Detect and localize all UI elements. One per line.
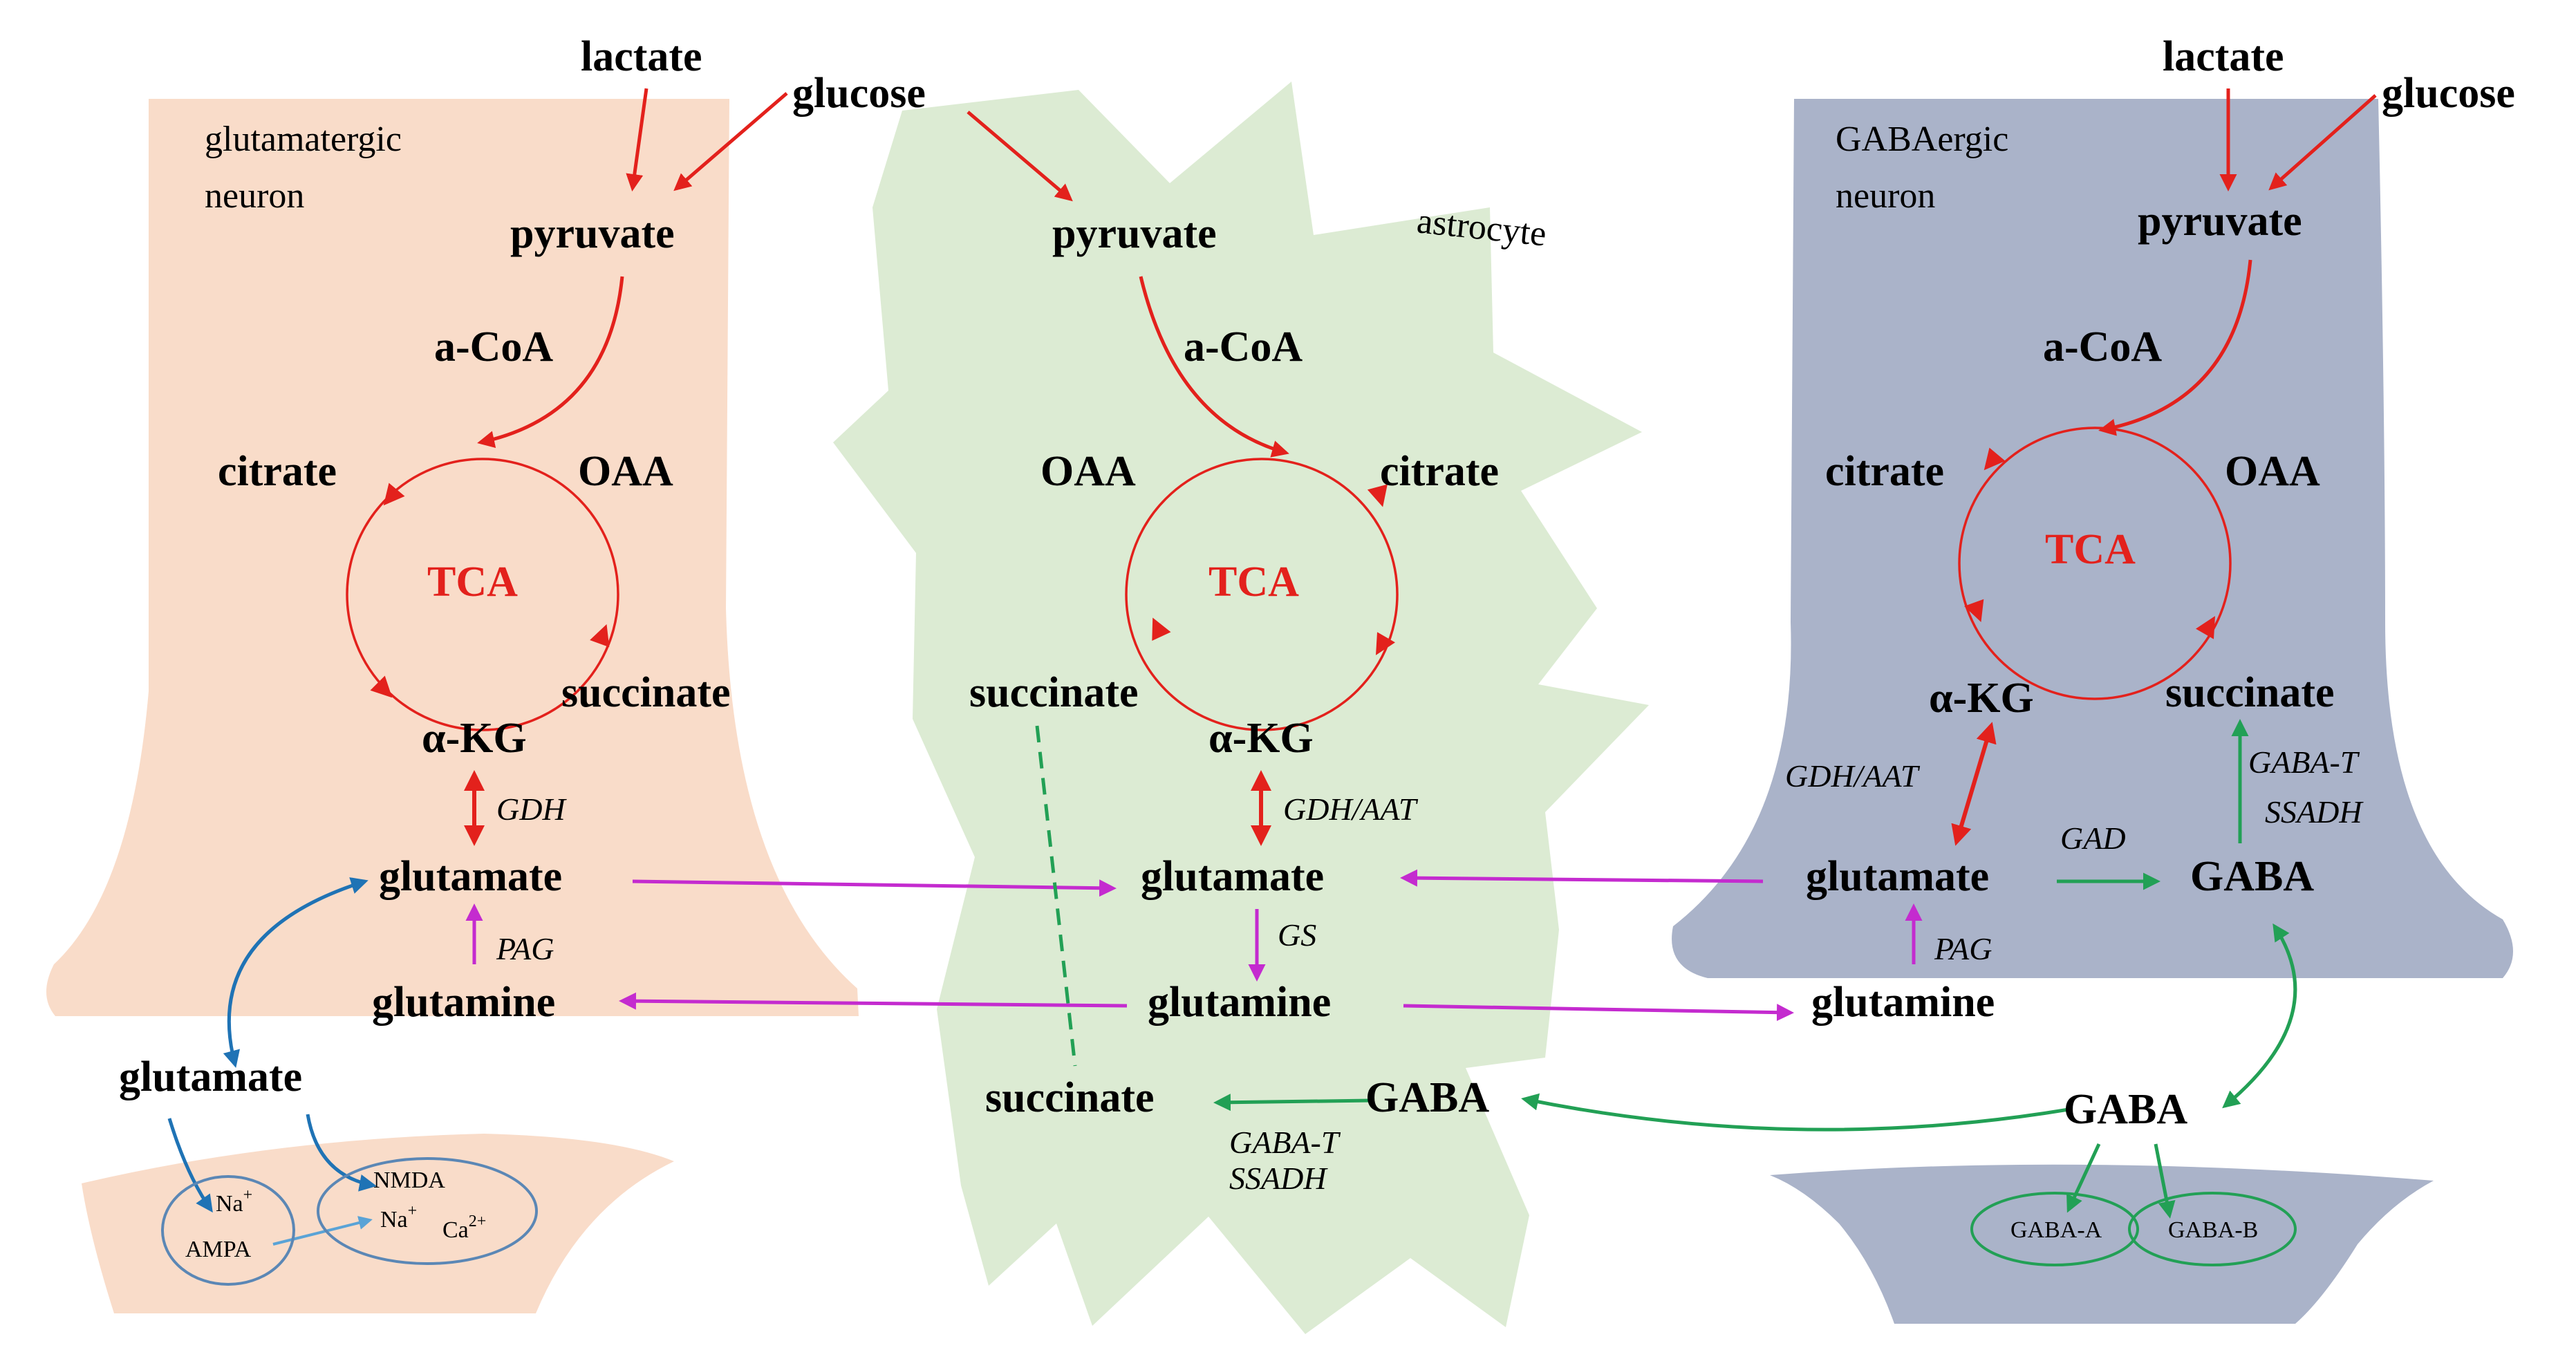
gaba-b-label: GABA-B [2168, 1217, 2258, 1243]
glutamatergic-neuron-label-line2: neuron [205, 176, 304, 216]
astro-ssadh: SSADH [1229, 1161, 1328, 1196]
nmda-na-ion: Na+ [380, 1202, 417, 1233]
nmda-label: NMDA [373, 1168, 445, 1193]
gaba-oaa: OAA [2225, 448, 2320, 495]
ion-flow-arrow [272, 1216, 373, 1246]
astro-glutamate: glutamate [1141, 853, 1324, 900]
glut-lactate: lactate [581, 33, 702, 80]
red-gdh-arrows [464, 722, 1997, 846]
glut-pag: PAG [496, 931, 554, 966]
gabaergic-postsynaptic-terminal [1770, 1164, 2434, 1324]
ampa-receptor [161, 1175, 295, 1286]
glut-acoa: a-CoA [434, 324, 553, 371]
astro-succinate-top: succinate [969, 669, 1139, 716]
astro-gs: GS [1278, 917, 1316, 953]
gaba-glucose: glucose [2382, 70, 2515, 117]
gaba-lactate: lactate [2163, 33, 2284, 80]
dashed-succinate-link [1035, 725, 1077, 1067]
glut-glutamine: glutamine [372, 979, 555, 1026]
glut-tca-cycle [346, 458, 619, 731]
gaba-citrate: citrate [1825, 448, 1944, 495]
astro-gaba-t: GABA-T [1229, 1125, 1341, 1160]
glutamatergic-postsynaptic-terminal [82, 1134, 674, 1313]
glut-oaa: OAA [578, 448, 673, 495]
red-glycolysis-arrows [477, 88, 2377, 458]
gaba-gaba-t: GABA-T [2248, 744, 2360, 780]
ampa-na-ion: Na+ [216, 1186, 252, 1217]
synaptic-glutamate: glutamate [119, 1053, 302, 1100]
astrocyte-body [833, 82, 1649, 1334]
gaba-tca-label: TCA [2045, 526, 2136, 573]
glut-citrate: citrate [218, 448, 337, 495]
glut-tca-label: TCA [427, 559, 518, 606]
glut-akg: α-KG [422, 715, 527, 762]
astro-tca-cycle [1125, 458, 1399, 731]
gaba-glutamate: glutamate [1806, 853, 1989, 900]
glutamatergic-neuron-label-line1: glutamatergic [205, 120, 402, 159]
gaba-glutamine: glutamine [1811, 979, 1995, 1026]
glut-gdh: GDH [496, 791, 567, 827]
gaba-succinate: succinate [2165, 669, 2335, 716]
gaba-acoa: a-CoA [2043, 324, 2162, 371]
gaba-gaba: GABA [2190, 853, 2314, 900]
gaba-tca-cycle [1958, 427, 2232, 700]
gaba-gad: GAD [2060, 821, 2126, 856]
astro-acoa: a-CoA [1184, 324, 1303, 371]
blue-synaptic-glutamate-arrows [167, 877, 377, 1213]
astro-citrate: citrate [1380, 448, 1499, 495]
gabaergic-neuron-body [1672, 99, 2513, 978]
gaba-b-receptor [2128, 1192, 2297, 1266]
astro-pyruvate: pyruvate [1052, 210, 1217, 257]
glut-pyruvate: pyruvate [510, 210, 675, 257]
glutamatergic-neuron-body [46, 99, 859, 1016]
gaba-pag: PAG [1934, 931, 1992, 966]
astro-tca-label: TCA [1208, 559, 1299, 606]
glut-glutamate: glutamate [379, 853, 562, 900]
gabaergic-neuron-label-line2: neuron [1836, 176, 1935, 216]
synaptic-gaba: GABA [2064, 1086, 2187, 1133]
gaba-a-label: GABA-A [2010, 1217, 2102, 1243]
gaba-ssadh: SSADH [2265, 794, 2364, 830]
green-gaba-arrows [1213, 719, 2297, 1219]
gabaergic-neuron-label-line1: GABAergic [1836, 120, 2008, 159]
magenta-glutamate-glutamine-arrows [465, 869, 1923, 1022]
gaba-gdh-aat: GDH/AAT [1785, 758, 1921, 794]
astro-glutamine: glutamine [1148, 979, 1331, 1026]
astro-gdh-aat: GDH/AAT [1283, 791, 1419, 827]
astro-gaba: GABA [1365, 1074, 1489, 1121]
gaba-akg: α-KG [1929, 675, 2034, 722]
gaba-pyruvate: pyruvate [2138, 198, 2302, 245]
glut-succinate: succinate [561, 669, 731, 716]
gaba-a-receptor [1970, 1192, 2139, 1266]
ampa-label: AMPA [185, 1237, 252, 1262]
nmda-receptor [317, 1157, 538, 1265]
astro-oaa: OAA [1040, 448, 1136, 495]
glut-glucose: glucose [792, 70, 926, 117]
astro-akg: α-KG [1208, 715, 1314, 762]
nmda-ca-ion: Ca2+ [442, 1212, 486, 1243]
astro-succinate-bottom: succinate [985, 1074, 1155, 1121]
